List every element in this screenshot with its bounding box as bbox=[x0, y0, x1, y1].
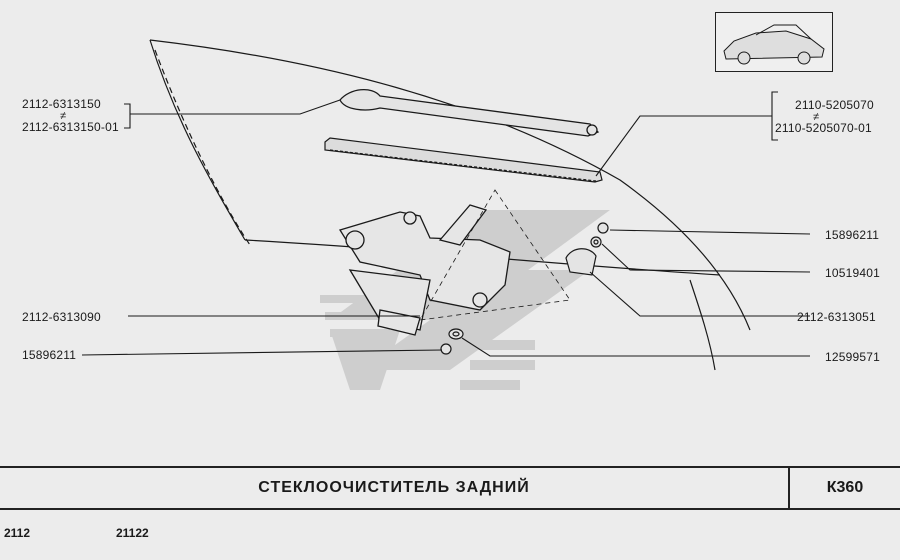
leader-lines bbox=[81, 91, 811, 357]
alt-mark-blade: ≠ bbox=[813, 111, 820, 123]
label-wiper-blade: 2110-5205070 bbox=[795, 98, 874, 112]
model-1: 2112 bbox=[4, 526, 31, 540]
label-washer: 10519401 bbox=[825, 266, 880, 280]
page-title: СТЕКЛООЧИСТИТЕЛЬ ЗАДНИЙ bbox=[258, 479, 530, 496]
label-motor: 2112-6313090 bbox=[22, 310, 101, 324]
wiper-arm bbox=[339, 89, 600, 137]
small-parts bbox=[440, 222, 609, 355]
label-cap: 2112-6313051 bbox=[797, 310, 876, 324]
wiper-blade bbox=[324, 137, 603, 183]
car-thumbnail bbox=[715, 12, 833, 72]
label-wiper-blade-alt: 2110-5205070-01 bbox=[775, 121, 872, 135]
assembly-guide bbox=[419, 189, 571, 321]
label-nut-top: 15896211 bbox=[825, 228, 880, 242]
title-divider bbox=[788, 468, 790, 508]
page-code: К360 bbox=[826, 479, 864, 496]
label-nut-bottom: 15896211 bbox=[22, 348, 77, 362]
wiper-assembly-diagram bbox=[81, 39, 811, 390]
alt-mark-arm: ≠ bbox=[60, 110, 67, 122]
car-icon bbox=[723, 24, 825, 65]
title-bar: СТЕКЛООЧИСТИТЕЛЬ ЗАДНИЙ К360 bbox=[0, 466, 900, 510]
model-2: 21122 bbox=[116, 526, 149, 540]
label-wiper-arm: 2112-6313150 bbox=[22, 97, 101, 111]
label-seal: 12599571 bbox=[825, 350, 880, 364]
label-wiper-arm-alt: 2112-6313150-01 bbox=[22, 120, 119, 134]
